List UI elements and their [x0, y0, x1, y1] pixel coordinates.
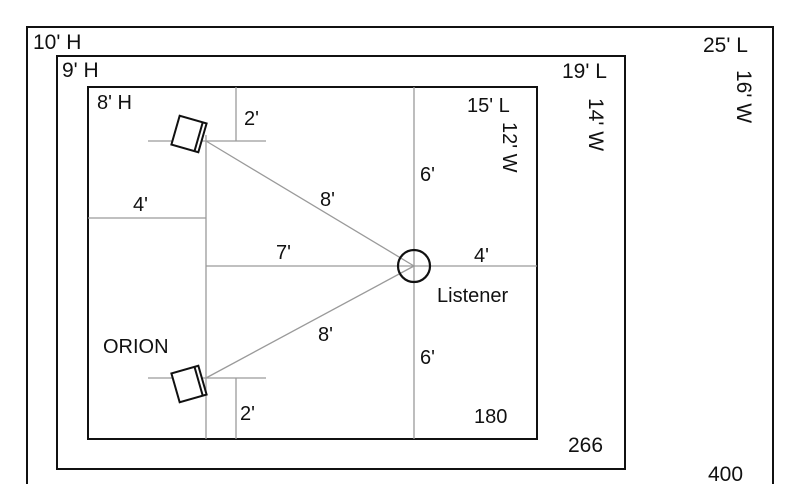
small-room-height-label: 8' H: [97, 92, 132, 114]
medium-room-length-label: 19' L: [562, 60, 607, 83]
speaker-plane-to-listener-label: 7': [276, 242, 291, 264]
listener-icon: [396, 248, 432, 284]
small-room-length-label: 15' L: [467, 95, 510, 117]
listener-to-bottom-wall-label: 6': [420, 347, 435, 369]
medium-room-area-label: 266: [568, 434, 603, 457]
medium-room-width-label: 14' W: [584, 98, 607, 151]
small-room-outline: [87, 86, 538, 440]
listener-label: Listener: [437, 285, 508, 307]
large-room-length-label: 25' L: [703, 34, 748, 57]
medium-room-height-label: 9' H: [62, 59, 99, 82]
bottom-speaker-icon: [170, 364, 208, 404]
bottom-side-wall-distance-label: 2': [240, 403, 255, 425]
top-speaker-to-listener-line: [205, 140, 415, 267]
top-speaker-icon: [170, 114, 208, 154]
large-room-outline: [26, 26, 774, 484]
bottom-speaker-to-listener-line: [205, 265, 415, 379]
listener-to-rear-label: 4': [474, 245, 489, 267]
large-room-height-label: 10' H: [33, 31, 81, 54]
top-side-wall-distance-label: 2': [244, 108, 259, 130]
large-room-area-label: 400: [708, 463, 743, 484]
front-wall-distance-label: 4': [133, 194, 148, 216]
top-speaker-to-listener-label: 8': [320, 189, 335, 211]
room-outlines: [26, 26, 774, 484]
guide-lines: [88, 87, 537, 439]
listener-to-top-wall-label: 6': [420, 164, 435, 186]
medium-room-outline: [56, 55, 626, 470]
large-room-width-label: 16' W: [732, 70, 755, 123]
bottom-speaker-to-listener-label: 8': [318, 324, 333, 346]
small-room-area-label: 180: [474, 406, 507, 428]
small-room-width-label: 12' W: [498, 122, 520, 173]
speaker-name-label: ORION: [103, 336, 169, 358]
